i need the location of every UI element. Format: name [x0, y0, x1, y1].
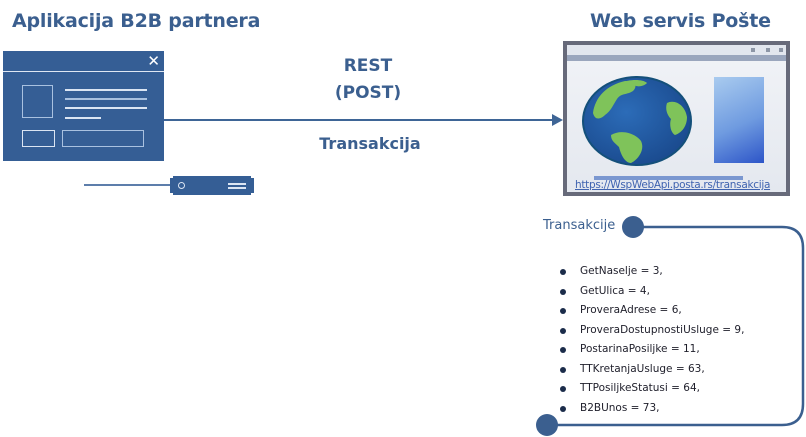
transaction-text: PostarinaPosiljke = 11, — [580, 343, 700, 355]
text-line — [65, 117, 101, 119]
bullet-icon — [560, 327, 566, 334]
list-item: TTKretanjaUsluge = 63, — [558, 360, 744, 380]
bullet-icon — [560, 347, 566, 353]
app-window-icon: ✕ — [3, 51, 164, 161]
input-placeholder-icon — [62, 130, 144, 147]
progress-bar — [594, 176, 743, 180]
transaction-label: Transakcija — [319, 134, 421, 153]
browser-toolbar — [567, 55, 786, 61]
device-cap — [170, 178, 173, 193]
transaction-text: ProveraDostupnostiUsluge = 9, — [580, 323, 745, 336]
server-device-icon — [170, 176, 254, 195]
bullet-icon — [560, 366, 566, 373]
transaction-text: B2BUnos = 73, — [580, 401, 660, 414]
led-icon — [178, 182, 185, 189]
window-dot-icon — [751, 48, 755, 52]
text-line — [65, 107, 147, 109]
button-placeholder-icon — [22, 130, 55, 147]
bullet-icon — [560, 308, 566, 314]
transaction-text: GetNaselje = 3, — [580, 265, 663, 277]
protocol-label: REST — [343, 56, 393, 76]
bullet-icon — [560, 386, 566, 392]
transaction-text: TTKretanjaUsluge = 63, — [580, 362, 705, 375]
transactions-title: Transakcije — [543, 218, 616, 233]
method-label: (POST) — [334, 83, 402, 103]
list-item: PostarinaPosiljke = 11, — [558, 340, 744, 360]
content-panel — [714, 77, 764, 163]
bullet-icon — [560, 405, 566, 412]
titlebar-divider — [3, 71, 164, 72]
list-item: ProveraAdrese = 6, — [558, 301, 744, 321]
transaction-text: TTPosiljkeStatusi = 64, — [580, 382, 700, 394]
browser-viewport: https://WspWebApi.posta.rs/transakcija — [567, 45, 786, 192]
arrow-head-icon — [552, 114, 563, 126]
browser-titlebar — [567, 45, 786, 55]
transactions-list: GetNaselje = 3, GetUlica = 4, ProveraAdr… — [558, 262, 744, 418]
list-item: ProveraDostupnostiUsluge = 9, — [558, 321, 744, 341]
browser-globe-icon: https://WspWebApi.posta.rs/transakcija — [563, 41, 790, 196]
frame-node-icon — [622, 216, 644, 238]
text-line — [65, 98, 147, 100]
window-dot-icon — [766, 48, 770, 52]
image-placeholder-icon — [22, 85, 53, 118]
vent-line — [228, 183, 246, 185]
window-dot-icon — [779, 48, 783, 52]
globe-icon — [582, 76, 692, 166]
list-item: B2BUnos = 73, — [558, 399, 744, 419]
bullet-icon — [560, 288, 566, 295]
frame-node-icon — [536, 414, 558, 436]
device-body — [173, 176, 251, 195]
vent-line — [228, 187, 246, 189]
transaction-text: ProveraAdrese = 6, — [580, 304, 682, 316]
list-item: GetNaselje = 3, — [558, 262, 744, 282]
list-item: GetUlica = 4, — [558, 282, 744, 302]
transaction-text: GetUlica = 4, — [580, 284, 650, 297]
partner-app-title: Aplikacija B2B partnera — [12, 10, 261, 32]
web-service-title: Web servis Pošte — [590, 10, 771, 32]
service-url-link[interactable]: https://WspWebApi.posta.rs/transakcija — [575, 179, 771, 191]
text-line — [65, 89, 147, 91]
close-icon: ✕ — [147, 52, 160, 70]
list-item: TTPosiljkeStatusi = 64, — [558, 379, 744, 399]
bullet-icon — [560, 269, 566, 275]
device-cap — [251, 178, 254, 193]
device-cable — [84, 184, 172, 186]
